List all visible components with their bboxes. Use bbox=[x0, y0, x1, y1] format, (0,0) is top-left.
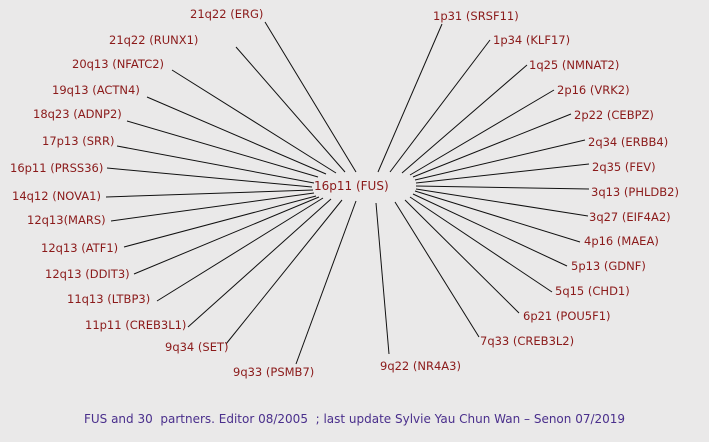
partner-label: 11q13 (LTBP3) bbox=[67, 292, 151, 306]
connector-line bbox=[106, 167, 313, 188]
partner-label: 21q22 (RUNX1) bbox=[109, 33, 199, 47]
partner-label: 2p22 (CEBPZ) bbox=[574, 108, 654, 122]
partner-label: 3q27 (EIF4A2) bbox=[589, 210, 671, 224]
connector-line bbox=[414, 139, 586, 181]
partner-label: 11p11 (CREB3L1) bbox=[85, 318, 187, 332]
partner-label: 14q12 (NOVA1) bbox=[12, 189, 101, 203]
partner-label: 4p16 (MAEA) bbox=[584, 234, 659, 248]
connector-line bbox=[375, 202, 390, 355]
partner-label: 9q33 (PSMB7) bbox=[233, 365, 315, 379]
connector-line bbox=[156, 197, 324, 302]
connector-line bbox=[389, 39, 491, 173]
partner-label: 6p21 (POU5F1) bbox=[523, 309, 611, 323]
partner-label: 20q13 (NFATC2) bbox=[72, 57, 165, 71]
partner-label: 2q35 (FEV) bbox=[592, 160, 656, 174]
connector-line bbox=[171, 69, 337, 174]
partner-label: 21q22 (ERG) bbox=[190, 7, 264, 21]
connector-line bbox=[377, 23, 443, 173]
partner-label: 1q25 (NMNAT2) bbox=[529, 58, 620, 72]
partner-label: 16p11 (PRSS36) bbox=[10, 161, 104, 175]
connector-line bbox=[394, 201, 480, 338]
partner-label: 5p13 (GDNF) bbox=[571, 259, 646, 273]
connector-line bbox=[126, 120, 319, 178]
partner-label: 2q34 (ERBB4) bbox=[588, 135, 669, 149]
connector-line bbox=[412, 113, 572, 178]
connector-line bbox=[123, 195, 317, 248]
partner-label: 12q13(MARS) bbox=[27, 213, 106, 227]
connector-line bbox=[409, 89, 555, 176]
connector-line bbox=[225, 199, 343, 345]
connector-line bbox=[116, 145, 315, 184]
partner-label: 5q15 (CHD1) bbox=[555, 284, 630, 298]
connector-line bbox=[187, 198, 332, 328]
partner-label: 17p13 (SRR) bbox=[42, 134, 115, 148]
connector-line bbox=[409, 196, 553, 293]
connector-line bbox=[133, 196, 320, 275]
connector-line bbox=[264, 21, 357, 173]
connector-line bbox=[415, 185, 590, 190]
partner-label: 18q23 (ADNP2) bbox=[33, 107, 122, 121]
partner-label: 12q13 (ATF1) bbox=[41, 241, 119, 255]
connector-line bbox=[415, 163, 590, 184]
connector-line bbox=[404, 199, 520, 314]
partner-label: 7q33 (CREB3L2) bbox=[480, 334, 575, 348]
partner-label: 1p31 (SRSF11) bbox=[433, 9, 519, 23]
partner-label: 1p34 (KLF17) bbox=[493, 33, 571, 47]
connector-line bbox=[295, 200, 357, 365]
partner-label: 3q13 (PHLDB2) bbox=[591, 185, 679, 199]
center-gene-label: 16p11 (FUS) bbox=[314, 179, 389, 193]
connector-line bbox=[105, 189, 314, 198]
partner-label: 9q22 (NR4A3) bbox=[380, 359, 461, 373]
connector-line bbox=[110, 192, 315, 222]
diagram-caption: FUS and 30 partners. Editor 08/2005 ; la… bbox=[83, 412, 626, 426]
partner-label: 19q13 (ACTN4) bbox=[52, 83, 140, 97]
connector-line bbox=[401, 64, 528, 174]
connector-line bbox=[415, 188, 589, 217]
connector-line bbox=[414, 190, 581, 243]
connector-line bbox=[412, 193, 568, 267]
connector-line bbox=[146, 96, 327, 175]
connector-line bbox=[235, 46, 346, 173]
partner-label: 2p16 (VRK2) bbox=[557, 83, 630, 97]
partner-label: 9q34 (SET) bbox=[165, 340, 229, 354]
partner-label: 12q13 (DDIT3) bbox=[45, 267, 130, 281]
